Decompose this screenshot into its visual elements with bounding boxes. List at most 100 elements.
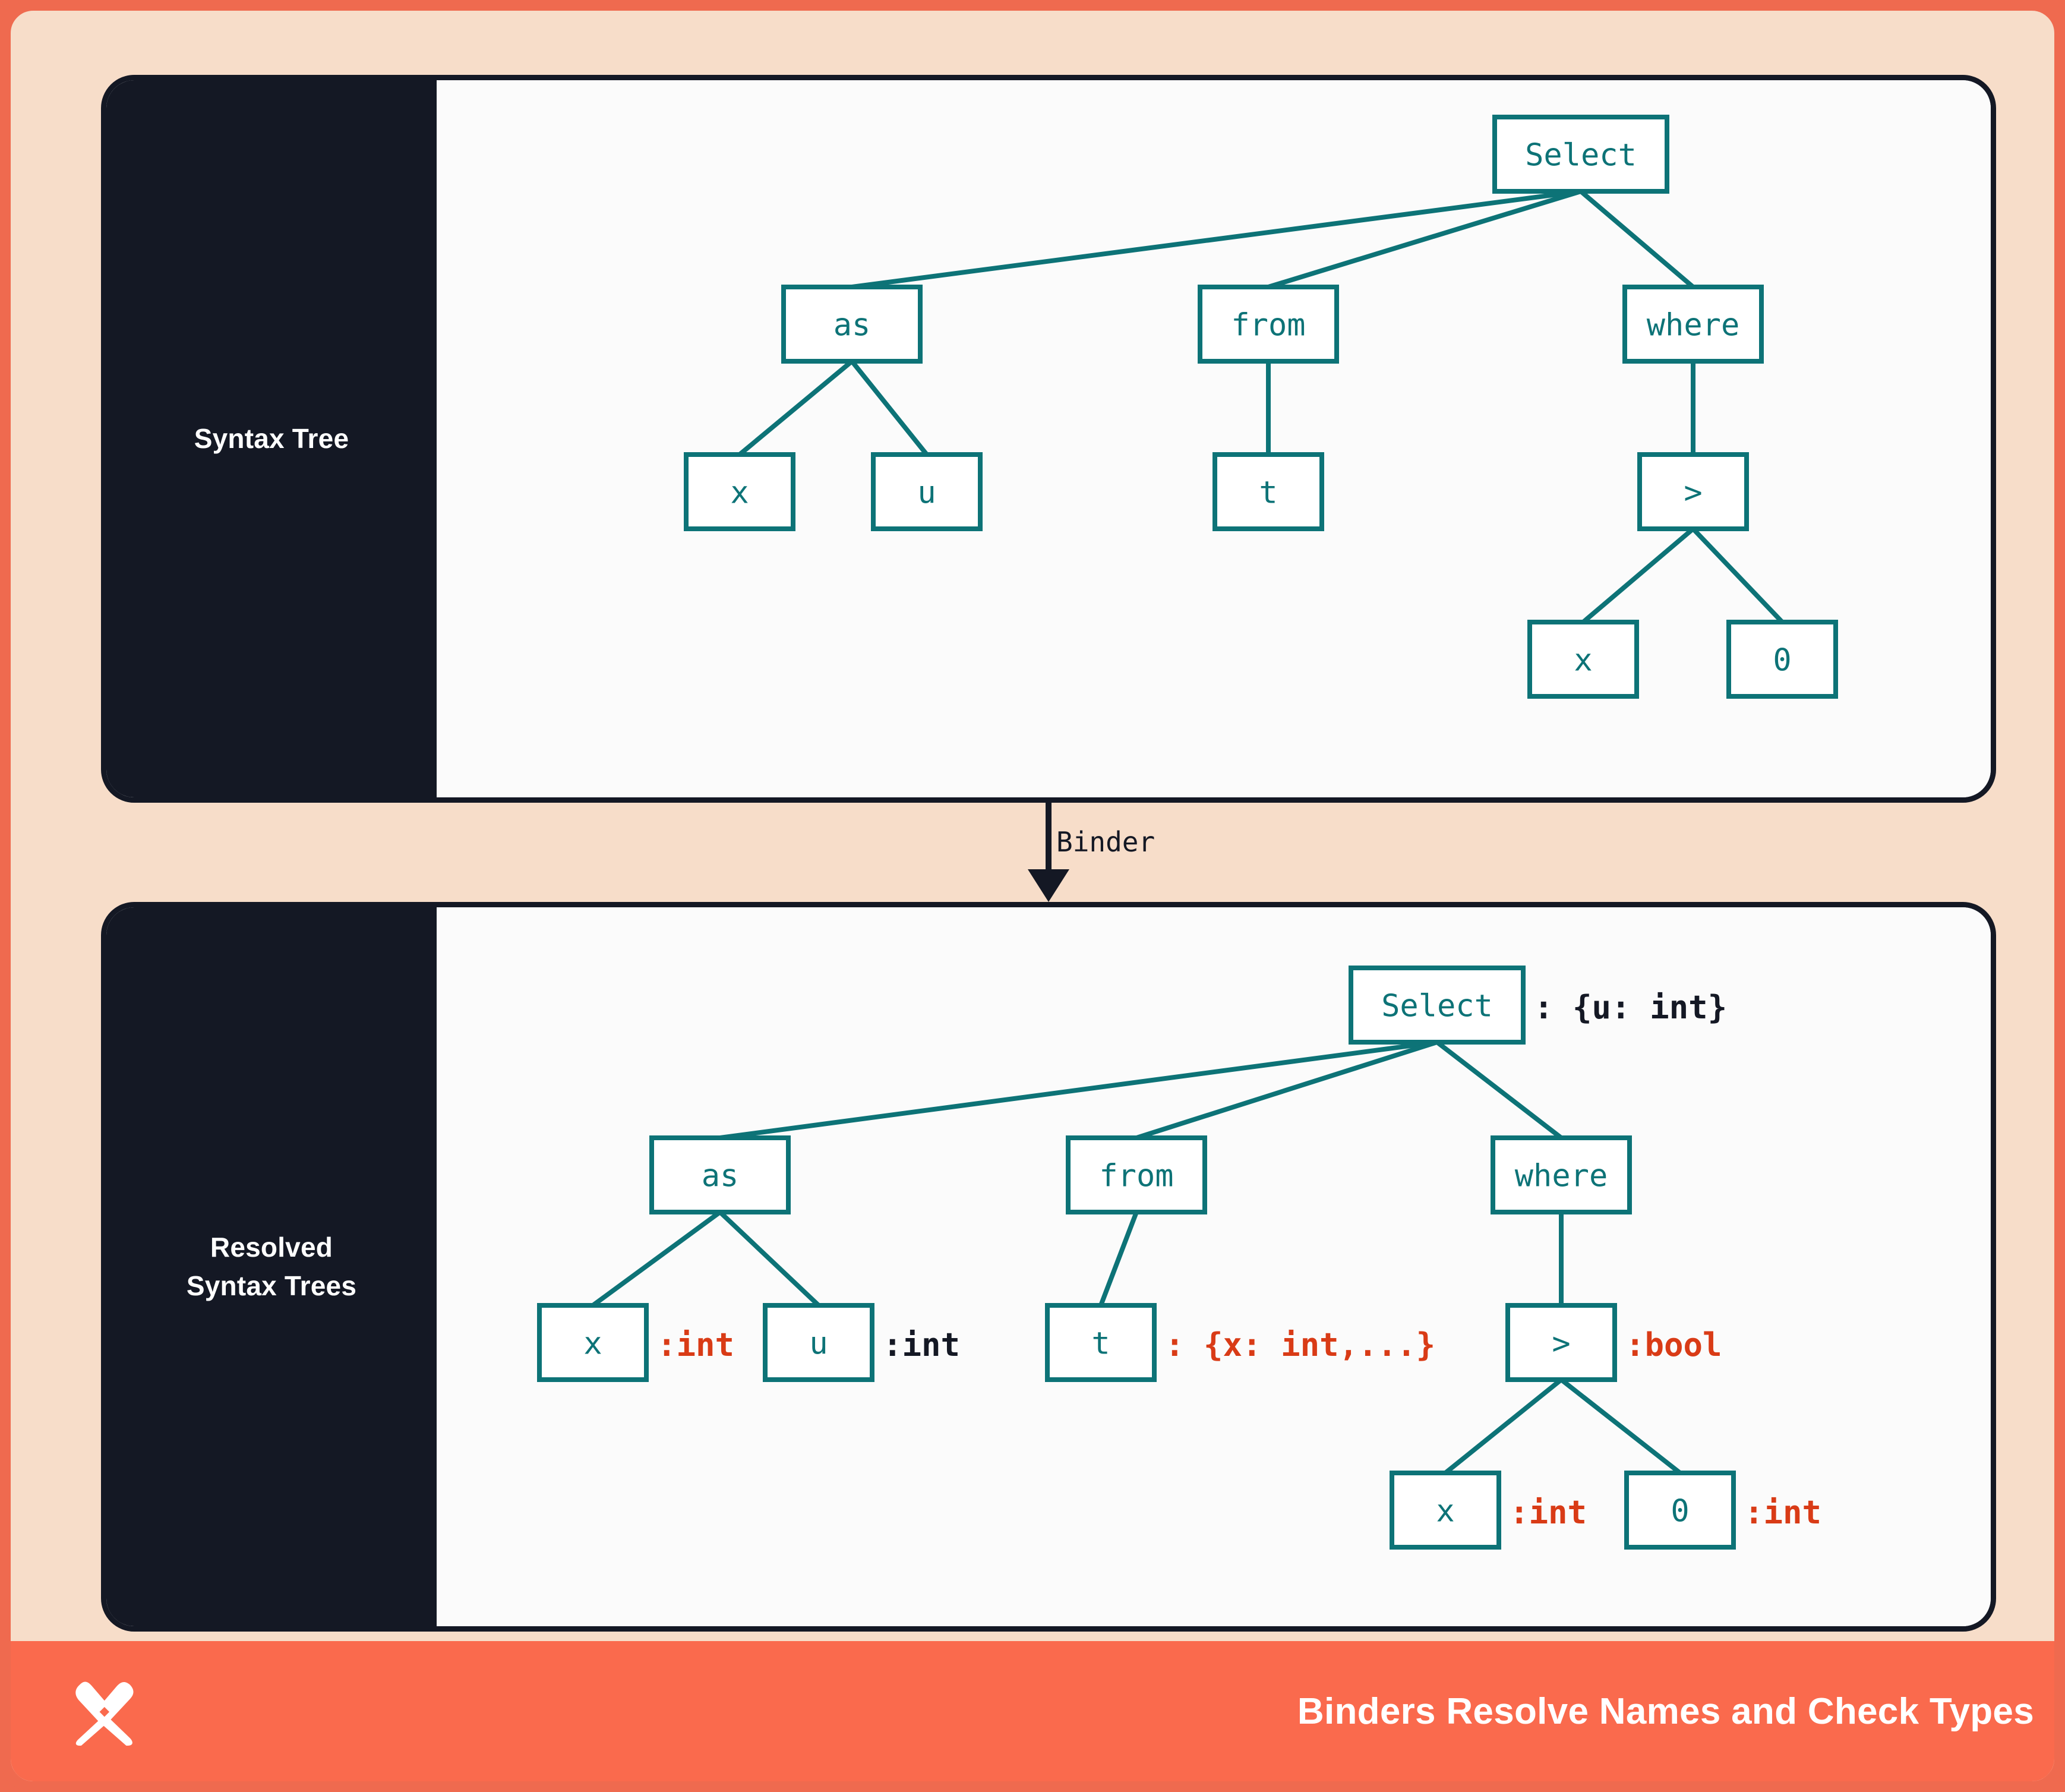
panel-resolved-label-line1: Resolved xyxy=(210,1231,333,1263)
tree-node-box xyxy=(1390,1471,1501,1550)
tree-edge-as-to-as_x xyxy=(591,1210,722,1308)
tree-edge-select-to-where xyxy=(1579,189,1695,289)
tree-node-box xyxy=(684,452,795,531)
tree-node-box xyxy=(1622,285,1764,364)
type-annotation-bottom-gt_0: :int xyxy=(1744,1494,1821,1531)
tree-node-top-as[interactable]: as xyxy=(781,285,923,364)
tree-node-label: u xyxy=(809,1326,828,1362)
tree-edge-select-to-as xyxy=(851,189,1581,289)
tree-edge-gt-to-gt_0 xyxy=(1559,1377,1682,1475)
panel-resolved-sidebar: Resolved Syntax Trees xyxy=(106,907,437,1626)
tree-node-label: where xyxy=(1515,1159,1608,1194)
tree-edge-select-to-from xyxy=(1135,1040,1438,1140)
tree-node-box xyxy=(1349,966,1526,1045)
tree-node-top-where[interactable]: where xyxy=(1622,285,1764,364)
tree-node-label: 0 xyxy=(1773,643,1791,679)
butterfly-x-logo-icon xyxy=(75,1681,134,1746)
type-annotation-bottom-gt: :bool xyxy=(1625,1326,1722,1364)
tree-node-label: u xyxy=(917,475,936,511)
tree-node-label: as xyxy=(702,1159,739,1194)
tree-edge-from-to-from_t xyxy=(1098,1211,1139,1307)
tree-node-box xyxy=(1045,1303,1157,1382)
tree-node-label: where xyxy=(1647,308,1740,343)
tree-node-top-gt_x[interactable]: x xyxy=(1527,620,1639,699)
tree-node-box xyxy=(537,1303,649,1382)
tree-node-box xyxy=(1624,1471,1736,1550)
tree-edge-as-to-as_u xyxy=(850,359,929,456)
tree-edge-gt-to-gt_0 xyxy=(1691,527,1784,624)
tree-node-box xyxy=(781,285,923,364)
panel-resolved-label: Resolved Syntax Trees xyxy=(187,1228,356,1306)
binder-label: Binder xyxy=(1056,826,1155,858)
footer-bar: Binders Resolve Names and Check Types xyxy=(11,1641,2054,1781)
tree-edge-select-to-as xyxy=(719,1040,1438,1140)
tree-node-box xyxy=(1198,285,1339,364)
tree-node-bottom-as_x[interactable]: x :int xyxy=(537,1303,734,1382)
tree-node-box xyxy=(1491,1135,1632,1214)
type-annotation-bottom-as_x: :int xyxy=(657,1326,734,1364)
tree-node-top-from_t[interactable]: t xyxy=(1213,452,1324,531)
type-annotation-bottom-as_u: :int xyxy=(883,1326,960,1364)
tree-node-label: t xyxy=(1091,1326,1110,1362)
tree-node-top-as_u[interactable]: u xyxy=(871,452,983,531)
tree-node-top-from[interactable]: from xyxy=(1198,285,1339,364)
tree-node-bottom-from_t[interactable]: t : {x: int,...} xyxy=(1045,1303,1435,1382)
tree-node-bottom-gt_0[interactable]: 0 :int xyxy=(1624,1471,1821,1550)
tree-node-box xyxy=(1527,620,1639,699)
syntax-tree-diagram: Select as from where x u t > x 0 xyxy=(684,115,1838,699)
type-annotation-bottom-gt_x: :int xyxy=(1510,1494,1587,1531)
binder-connector xyxy=(101,803,1996,902)
tree-node-label: as xyxy=(833,308,871,343)
tree-node-bottom-where[interactable]: where xyxy=(1491,1135,1632,1214)
tree-node-label: 0 xyxy=(1671,1494,1689,1529)
panel-resolved-syntax-trees: Resolved Syntax Trees Select : {u: int} as… xyxy=(101,902,1996,1632)
tree-node-top-select[interactable]: Select xyxy=(1492,115,1669,194)
tree-node-box xyxy=(763,1303,874,1382)
tree-node-bottom-gt_x[interactable]: x :int xyxy=(1390,1471,1587,1550)
panel-syntax-tree-label: Syntax Tree xyxy=(194,422,349,454)
tree-node-label: x xyxy=(1574,643,1592,679)
tree-node-label: x xyxy=(730,475,749,511)
tree-node-box xyxy=(1637,452,1749,531)
tree-node-label: Select xyxy=(1525,138,1637,173)
panel-syntax-tree-sidebar: Syntax Tree xyxy=(106,80,437,797)
tree-node-box xyxy=(1505,1303,1617,1382)
tree-node-box xyxy=(649,1135,791,1214)
tree-node-bottom-as[interactable]: as xyxy=(649,1135,791,1214)
tree-node-label: x xyxy=(583,1326,602,1362)
tree-node-bottom-select[interactable]: Select : {u: int} xyxy=(1349,966,1727,1045)
tree-node-box xyxy=(1066,1135,1207,1214)
footer-title: Binders Resolve Names and Check Types xyxy=(1297,1690,2034,1732)
tree-node-box xyxy=(1726,620,1838,699)
tree-node-bottom-from[interactable]: from xyxy=(1066,1135,1207,1214)
tree-edge-gt-to-gt_x xyxy=(1581,526,1695,624)
tree-node-box xyxy=(1492,115,1669,194)
tree-node-top-as_x[interactable]: x xyxy=(684,452,795,531)
tree-node-top-gt_0[interactable]: 0 xyxy=(1726,620,1838,699)
tree-edge-as-to-as_x xyxy=(738,359,854,457)
resolved-syntax-tree-diagram: Select : {u: int} as from where x :int u :int t : … xyxy=(537,966,1821,1550)
tree-node-label: > xyxy=(1552,1326,1570,1362)
panel-syntax-tree-canvas: Select as from where x u t > x 0 xyxy=(437,80,1991,797)
type-annotation-bottom-select: : {u: int} xyxy=(1534,989,1727,1026)
panel-resolved-canvas: Select : {u: int} as from where x :int u :int t : … xyxy=(437,907,1991,1626)
tree-node-label: from xyxy=(1099,1159,1173,1194)
type-annotation-bottom-from_t: : {x: int,...} xyxy=(1165,1326,1435,1364)
tree-edge-select-to-from xyxy=(1267,189,1582,289)
tree-node-label: Select xyxy=(1381,989,1493,1024)
tree-node-label: t xyxy=(1259,475,1277,511)
tree-node-label: from xyxy=(1231,308,1305,343)
tree-node-box xyxy=(1213,452,1324,531)
panel-resolved-label-line2: Syntax Trees xyxy=(186,1270,357,1301)
tree-node-bottom-gt[interactable]: > :bool xyxy=(1505,1303,1722,1382)
binder-arrow-icon xyxy=(1028,803,1069,902)
tree-node-label: > xyxy=(1684,475,1702,511)
tree-node-label: x xyxy=(1436,1494,1454,1529)
tree-node-top-gt[interactable]: > xyxy=(1637,452,1749,531)
tree-edge-select-to-where xyxy=(1435,1040,1563,1140)
tree-node-bottom-as_u[interactable]: u :int xyxy=(763,1303,960,1382)
tree-node-box xyxy=(871,452,983,531)
tree-edge-gt-to-gt_x xyxy=(1444,1377,1563,1475)
tree-edge-as-to-as_u xyxy=(718,1210,820,1307)
